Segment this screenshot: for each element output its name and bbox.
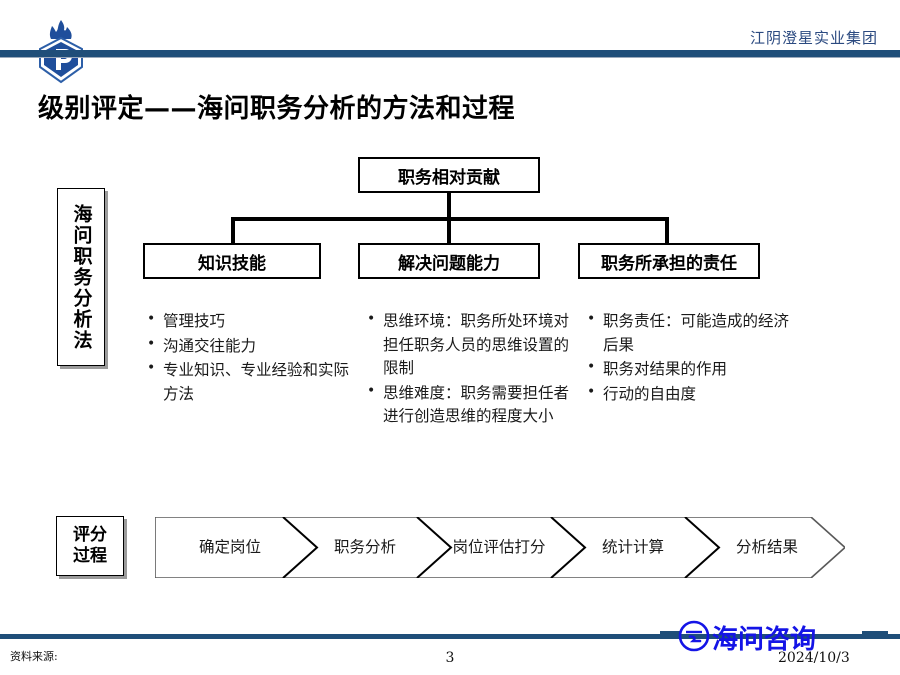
- process-chevron-band: 确定岗位 职务分析 岗位评估打分 统计计算 分析结果: [154, 516, 847, 579]
- footer-dash-left: [660, 631, 680, 637]
- process-step-2: 职务分析: [333, 537, 396, 556]
- list-item: 思维难度：职务需要担任者进行创造思维的程度大小: [366, 381, 576, 429]
- process-step-4: 统计计算: [601, 537, 664, 556]
- list-item: 职务对结果的作用: [586, 357, 796, 382]
- consulting-logo: 海问咨询: [678, 618, 868, 656]
- process-step-3: 岗位评估打分: [452, 537, 546, 556]
- tree-node-responsibility: 职务所承担的责任: [578, 243, 760, 279]
- scoring-process-label-line2: 过程: [73, 546, 107, 566]
- tree-node-root: 职务相对贡献: [358, 157, 540, 193]
- scoring-process-label-line1: 评分: [73, 525, 107, 546]
- tree-node-root-label: 职务相对贡献: [398, 167, 500, 188]
- footer-dash-right: [862, 631, 888, 637]
- footer-divider: [0, 634, 900, 639]
- footer-date: 2024/10/3: [778, 650, 850, 666]
- bullet-column-knowledge-skills: 管理技巧 沟通交往能力 专业知识、专业经验和实际方法: [146, 309, 364, 407]
- process-step-1: 确定岗位: [198, 537, 261, 556]
- list-item: 职务责任：可能造成的经济后果: [586, 309, 796, 357]
- consulting-logo-text: 海问咨询: [712, 625, 817, 655]
- process-step-5: 分析结果: [735, 537, 798, 556]
- tree-node-label: 解决问题能力: [398, 253, 500, 274]
- tree-connector-drop-right: [665, 217, 669, 243]
- tree-node-label: 职务所承担的责任: [601, 253, 737, 274]
- page-title: 级别评定——海问职务分析的方法和过程: [38, 94, 516, 124]
- method-side-label-text: 海问职务分析法: [70, 203, 93, 351]
- haiwen-circle-icon: [678, 620, 710, 652]
- bullet-column-problem-solving: 思维环境：职务所处环境对担任职务人员的思维设置的限制 思维难度：职务需要担任者进…: [366, 309, 576, 430]
- tree-node-knowledge-skills: 知识技能: [143, 243, 321, 279]
- bullet-column-responsibility: 职务责任：可能造成的经济后果 职务对结果的作用 行动的自由度: [586, 309, 796, 407]
- tree-node-problem-solving: 解决问题能力: [358, 243, 540, 279]
- list-item: 沟通交往能力: [146, 334, 364, 359]
- tree-node-label: 知识技能: [198, 253, 266, 274]
- list-item: 思维环境：职务所处环境对担任职务人员的思维设置的限制: [366, 309, 576, 381]
- company-name: 江阴澄星实业集团: [749, 29, 878, 47]
- tree-connector-bus: [231, 217, 669, 221]
- process-chevron-shapes: [154, 516, 847, 579]
- list-item: 管理技巧: [146, 309, 364, 334]
- list-item: 专业知识、专业经验和实际方法: [146, 358, 364, 406]
- tree-connector-drop-left: [231, 217, 235, 243]
- method-side-label: 海问职务分析法: [57, 188, 105, 366]
- page-number: 3: [445, 650, 455, 666]
- list-item: 行动的自由度: [586, 382, 796, 407]
- source-note: 资料来源:: [10, 650, 58, 663]
- header-divider: [0, 50, 900, 58]
- scoring-process-label: 评分 过程: [56, 516, 124, 576]
